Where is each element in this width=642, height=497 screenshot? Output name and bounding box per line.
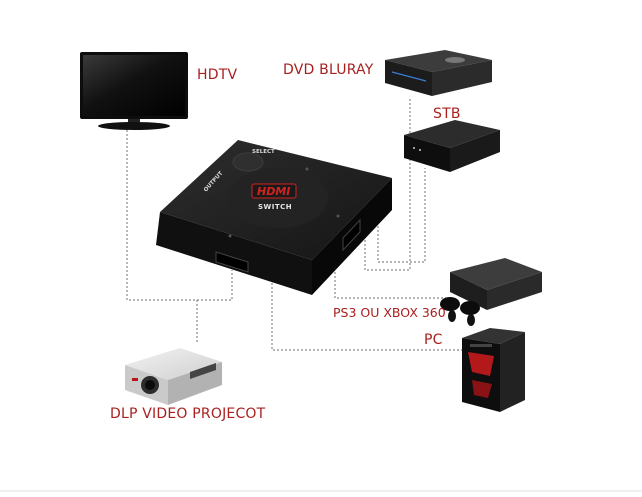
pc-drive-bay [470, 344, 492, 347]
pc-device [462, 328, 525, 412]
wire-bluray [364, 97, 411, 271]
pc-side [500, 332, 525, 412]
label-dvd-bluray: DVD BLURAY [283, 62, 374, 78]
hdmi-switch-device: HDMI SWITCH SELECT OUTPUT [156, 140, 392, 295]
controller-grip [467, 314, 475, 326]
select-button [232, 152, 264, 172]
bluray-front [385, 60, 432, 96]
port-indicator [305, 167, 309, 171]
projector-lens-glass [145, 380, 155, 390]
controller-grip [460, 301, 480, 315]
wire-ps3 [334, 272, 446, 299]
label-pc: PC [424, 332, 443, 348]
stb-led [419, 149, 421, 151]
controller-grip [448, 310, 456, 322]
stb-front [404, 135, 450, 172]
projector-side [168, 362, 222, 405]
output-port [215, 251, 249, 273]
stb-top [404, 120, 500, 148]
pc-red-accent [468, 352, 494, 376]
controller-grip [440, 297, 460, 311]
tv-screen [83, 55, 185, 116]
projector-badge [132, 378, 138, 381]
pc-red-accent [472, 380, 492, 398]
projector-device [125, 348, 222, 405]
port-indicator [336, 214, 340, 218]
bluray-light [391, 71, 427, 82]
label-stb: STB [433, 106, 461, 122]
connector-lines [126, 97, 462, 351]
tv-neck [128, 119, 140, 124]
controller [440, 297, 480, 326]
switch-front [156, 212, 312, 295]
ps3-front [450, 272, 487, 310]
bluray-top [385, 50, 492, 72]
label-projector: DLP VIDEO PROJECOT [110, 406, 266, 422]
hdmi-logo-badge [251, 183, 297, 199]
bluray-device [385, 50, 492, 96]
stb-led [413, 147, 415, 149]
bluray-side [432, 60, 492, 96]
pc-front [462, 338, 500, 412]
wire-stb [377, 168, 426, 263]
label-ps3-xbox: PS3 OU XBOX 360 [333, 305, 446, 320]
tv-base [98, 122, 170, 130]
bluray-disc-logo [445, 57, 465, 63]
ps3-device [440, 258, 542, 326]
hdmi-logo: HDMI [257, 185, 290, 198]
hdtv-device [80, 52, 188, 130]
ps3-top [450, 258, 542, 290]
wire-pc [271, 283, 462, 351]
projector-vent [190, 363, 216, 379]
ps3-side [487, 272, 542, 310]
stb-side [450, 130, 500, 172]
stb-device [404, 120, 500, 172]
label-hdtv: HDTV [197, 67, 237, 83]
wire-hdtv [126, 130, 233, 301]
port-indicator [228, 234, 232, 238]
select-marking: SELECT [252, 149, 275, 155]
projector-top [125, 348, 222, 380]
input-port [342, 218, 361, 252]
switch-marking: SWITCH [258, 203, 292, 211]
pc-top [462, 328, 525, 344]
